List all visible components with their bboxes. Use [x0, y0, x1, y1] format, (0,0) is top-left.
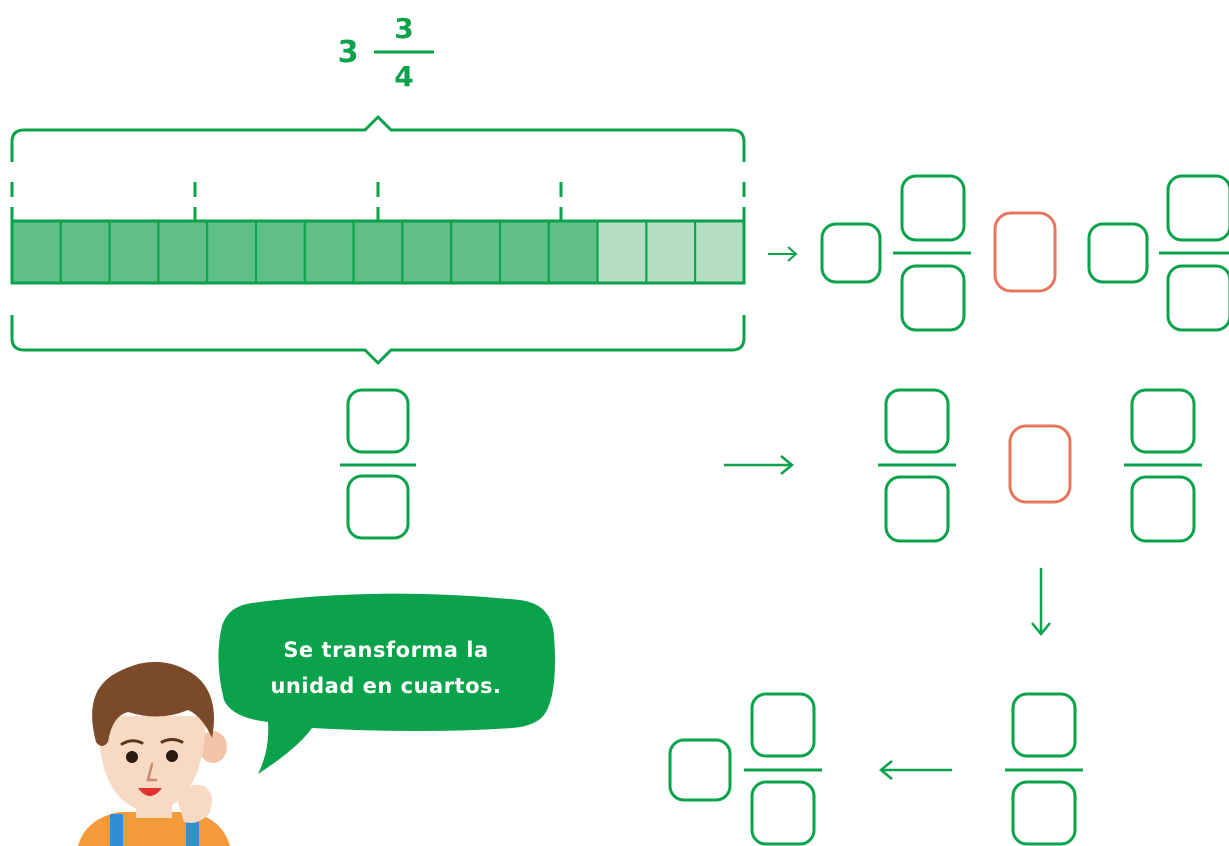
operator-box-2[interactable]: [1008, 424, 1072, 504]
answer-box-numerator-3[interactable]: [884, 388, 950, 454]
mixed-number-label: 3 3 4: [338, 12, 434, 93]
answer-box-numerator-1[interactable]: [900, 174, 966, 242]
bar-segment-light: [645, 220, 697, 284]
bar-segment-shaded: [401, 220, 453, 284]
answer-box-numerator-2[interactable]: [1166, 174, 1229, 242]
bar-segment-shaded: [11, 220, 62, 284]
answer-box-whole-3[interactable]: [668, 738, 732, 802]
answer-box-bar-numerator[interactable]: [346, 388, 410, 454]
answer-box-denominator-2[interactable]: [1166, 264, 1229, 332]
mixed-number-denominator: 4: [394, 60, 413, 93]
bar-segment-shaded: [59, 220, 111, 284]
bar-tick-marks: [10, 182, 746, 221]
answer-box-denominator-6[interactable]: [750, 780, 816, 846]
speech-bubble-line-2: unidad en cuartos.: [270, 674, 502, 698]
arrow-down-icon: [1031, 568, 1051, 636]
boy-character-icon: [78, 661, 230, 846]
mixed-number-whole: 3: [338, 35, 359, 70]
bar-segment-shaded: [206, 220, 257, 284]
bottom-brace: [10, 315, 746, 365]
bar-segment-shaded: [450, 220, 502, 284]
bar-outline: [10, 219, 746, 285]
fraction-bar: [10, 219, 746, 285]
top-brace: [10, 115, 746, 162]
arrow-right-icon: [768, 246, 798, 262]
bar-segment-light: [694, 220, 746, 284]
answer-box-numerator-5[interactable]: [1011, 692, 1077, 758]
bar-segment-shaded: [157, 220, 209, 284]
bar-segment-shaded: [303, 220, 355, 284]
bar-segment-shaded: [255, 220, 306, 284]
speech-bubble-text: Se transforma la unidad en cuartos.: [236, 632, 536, 704]
bar-segment-shaded: [108, 220, 160, 284]
speech-bubble-line-1: Se transforma la: [283, 638, 489, 662]
speech-bubble: [218, 593, 555, 774]
answer-box-denominator-5[interactable]: [1011, 780, 1077, 846]
arrow-right-icon: [724, 455, 794, 475]
mixed-number-numerator: 3: [394, 12, 413, 45]
arrow-left-icon: [879, 760, 952, 780]
answer-box-numerator-4[interactable]: [1130, 388, 1196, 454]
bar-segment-shaded: [499, 220, 550, 284]
answer-box-bar-denominator[interactable]: [346, 474, 410, 540]
answer-box-whole-1[interactable]: [820, 222, 882, 284]
answer-box-denominator-1[interactable]: [900, 264, 966, 332]
bar-segment-shaded: [352, 220, 404, 284]
answer-box-numerator-6[interactable]: [750, 692, 816, 758]
operator-box-1[interactable]: [993, 211, 1057, 293]
bar-segment-shaded: [547, 220, 599, 284]
answer-box-whole-2[interactable]: [1087, 222, 1149, 284]
bar-segment-light: [596, 220, 648, 284]
answer-box-denominator-3[interactable]: [884, 475, 950, 543]
answer-box-denominator-4[interactable]: [1130, 475, 1196, 543]
